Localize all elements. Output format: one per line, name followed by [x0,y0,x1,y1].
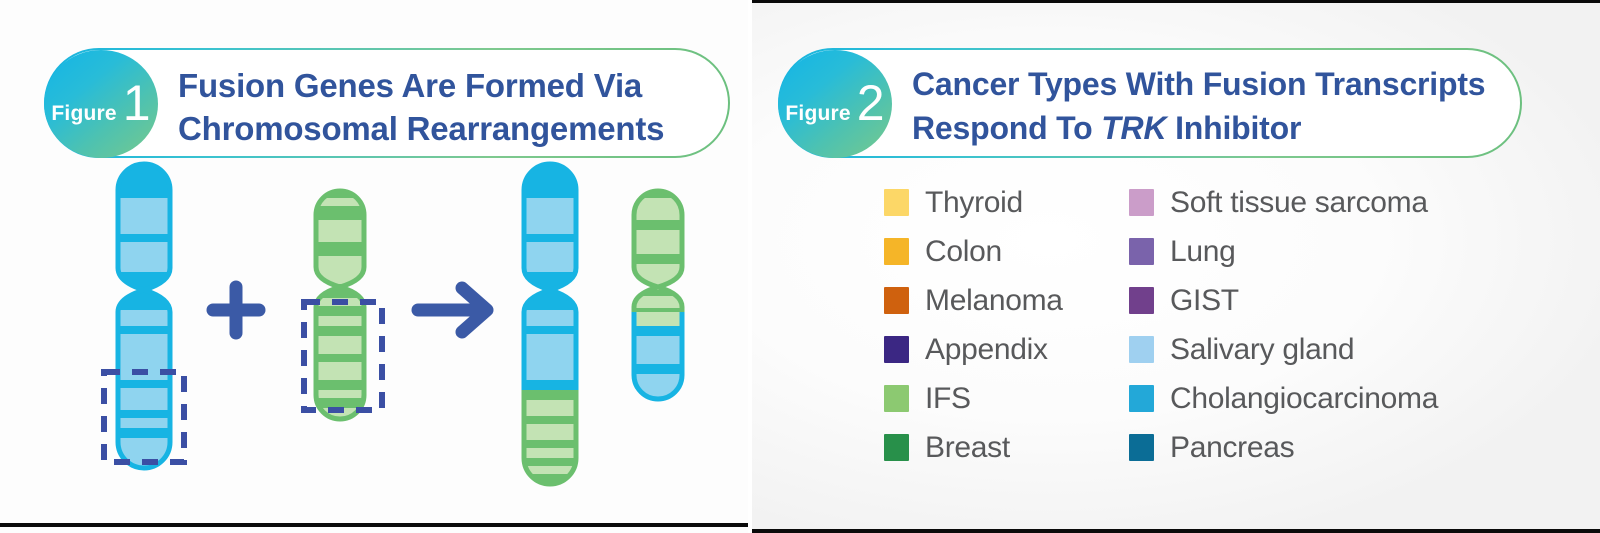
legend-item-label: Cholangiocarcinoma [1170,381,1439,415]
legend-item[interactable]: GIST [1129,284,1584,318]
figure-2-badge: Figure 2 [778,50,892,158]
legend-item[interactable]: Thyroid [884,186,1129,220]
legend-color-swatch [884,238,909,265]
legend-item-label: Salivary gland [1170,332,1355,366]
figure-2-title-post: Inhibitor [1166,110,1302,146]
figure-1-title-line-1: Fusion Genes Are Formed Via [178,67,643,104]
chromosome-fusion-product [521,161,579,487]
legend-color-swatch [1129,434,1154,461]
plus-operator-icon [206,280,266,340]
panel-bottom-rule [0,523,748,527]
legend-item[interactable]: Pancreas [1129,431,1584,465]
legend-item-label: IFS [925,381,971,415]
legend-color-swatch [1129,385,1154,412]
figure-2-badge-word: Figure [785,101,851,125]
legend-color-swatch [1129,336,1154,363]
legend-item[interactable]: Cholangiocarcinoma [1129,382,1584,416]
legend-item-label: Colon [925,234,1002,268]
figure-2-title-pre: Respond To [912,110,1102,146]
panel-bottom-rule-right [752,529,1600,533]
chromosome-rearrangement-diagram [0,160,748,490]
legend-item[interactable]: Salivary gland [1129,333,1584,367]
figure-1-badge-number: 1 [122,74,151,131]
legend-item[interactable]: Breast [884,431,1129,465]
panel-top-rule [752,0,1600,3]
legend-item-label: Appendix [925,332,1048,366]
figure-2-title-gene-trk: TRK [1101,110,1167,146]
figure-2-badge-number: 2 [856,74,885,131]
legend-color-swatch [884,336,909,363]
legend-color-swatch [1129,238,1154,265]
legend-color-swatch [1129,189,1154,216]
legend-item-label: Lung [1170,234,1236,268]
legend-color-swatch [884,385,909,412]
legend-item-label: Pancreas [1170,430,1295,464]
legend-item[interactable]: Lung [1129,235,1584,269]
chromosome-blue-donor [115,161,173,471]
figure-2-panel: Figure 2 Cancer Types With Fusion Transc… [752,0,1600,533]
transformation-arrow-icon [411,281,494,339]
legend-item-label: Thyroid [925,185,1023,219]
legend-item[interactable]: Melanoma [884,284,1129,318]
breakpoint-box-green [301,299,385,413]
figure-1-title-line-2: Chromosomal Rearrangements [178,110,665,147]
figure-2-title-line-2: Respond To TRK Inhibitor [912,106,1532,150]
legend-item-label: Melanoma [925,283,1063,317]
legend-item[interactable]: Colon [884,235,1129,269]
figure-2-title: Cancer Types With Fusion Transcripts Res… [912,62,1532,150]
legend-color-swatch [884,434,909,461]
legend-item[interactable]: Soft tissue sarcoma [1129,186,1584,220]
legend-color-swatch [1129,287,1154,314]
figure-1-badge-word: Figure [51,101,117,125]
legend-item-label: Breast [925,430,1010,464]
chromosome-reciprocal-product [631,188,685,402]
legend-color-swatch [884,287,909,314]
legend-item-label: GIST [1170,283,1239,317]
figure-1-badge: Figure 1 [44,50,158,158]
breakpoint-box-blue [101,369,187,465]
legend-item[interactable]: IFS [884,382,1129,416]
figure-2-header-pill [778,48,1522,158]
legend-color-swatch [884,189,909,216]
chromosome-green-donor [313,188,367,422]
legend-item-label: Soft tissue sarcoma [1170,185,1428,219]
figure-1-title: Fusion Genes Are Formed Via Chromosomal … [178,64,718,150]
figure-2-title-line-1: Cancer Types With Fusion Transcripts [912,66,1486,102]
legend-item[interactable]: Appendix [884,333,1129,367]
figure-1-header-pill [44,48,730,158]
figure-1-panel: Figure 1 Fusion Genes Are Formed Via Chr… [0,0,748,533]
